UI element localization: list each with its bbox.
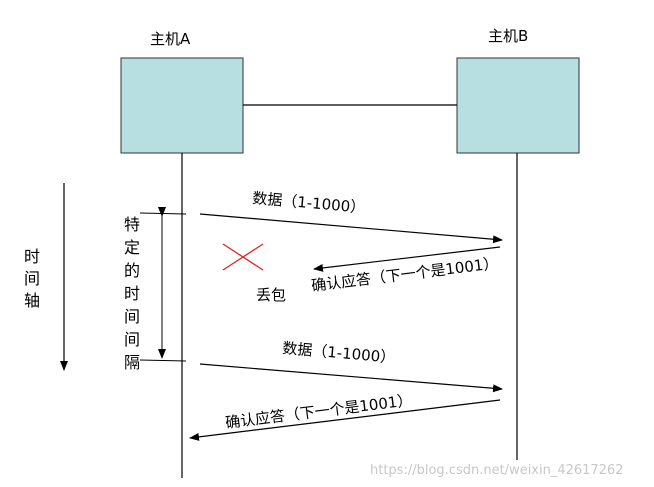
time-axis-char: 时	[24, 247, 40, 266]
message-label-ack-lost: 确认应答（下一个是1001）	[310, 254, 499, 295]
interval-label: 特 定 的 时 间 间 隔	[124, 215, 140, 372]
interval-char: 间	[124, 307, 140, 326]
time-axis-char: 轴	[24, 291, 40, 310]
message-arrow-ack-2	[189, 399, 501, 441]
interval-top-tick	[139, 212, 187, 215]
message-label-data-1: 数据（1-1000）	[252, 189, 366, 217]
time-axis-label: 时 间 轴	[24, 247, 40, 310]
message-arrow-ack-lost	[313, 246, 501, 272]
host-a-box	[120, 57, 244, 154]
packet-loss-x-icon	[222, 243, 264, 271]
interval-char: 时	[124, 284, 140, 303]
host-b-label: 主机B	[488, 27, 528, 45]
interval-bottom-tick	[139, 359, 187, 362]
time-axis-char: 间	[24, 269, 40, 288]
interval-char: 隔	[124, 353, 140, 372]
watermark-text: https://blog.csdn.net/weixin_42617262	[370, 463, 624, 478]
packet-loss-label: 丢包	[256, 286, 286, 304]
host-a-label: 主机A	[150, 30, 191, 48]
interval-char: 间	[124, 330, 140, 349]
interval-char: 的	[124, 261, 140, 280]
interval-char: 定	[124, 238, 140, 257]
message-label-ack-2: 确认应答（下一个是1001）	[224, 391, 413, 432]
interval-char: 特	[124, 215, 140, 234]
message-arrow-data-1	[199, 213, 503, 244]
host-b-box	[456, 57, 580, 154]
message-arrow-data-2	[199, 363, 503, 393]
message-label-data-2: 数据（1-1000）	[282, 339, 396, 367]
